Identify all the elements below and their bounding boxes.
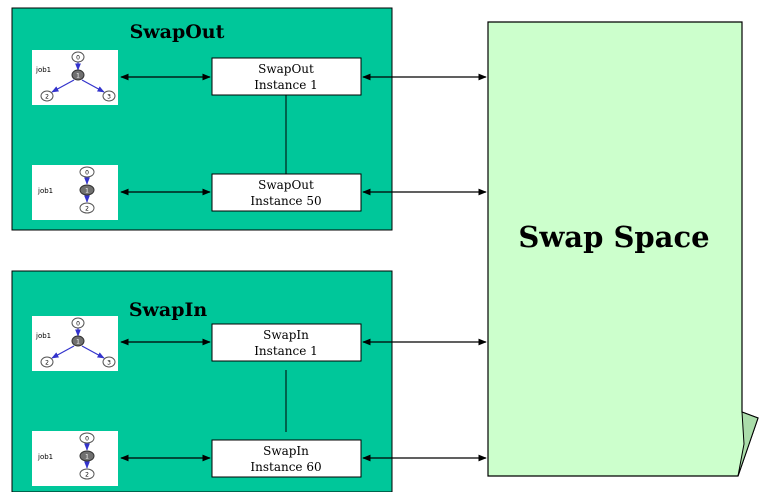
job-dag-node-label: 0 — [85, 170, 89, 177]
job-dag-node-label: 2 — [85, 206, 89, 213]
swap-space-fold — [737, 411, 759, 477]
swapout-instance-50-line2: Instance 50 — [250, 194, 321, 208]
job-dag-node-label: 1 — [76, 339, 80, 346]
job-dag-node — [40, 356, 54, 368]
job-dag-node-label: 2 — [45, 360, 49, 367]
job-icon-background — [32, 431, 118, 486]
swapin-instance-1-box — [211, 323, 362, 362]
job-dag-node-label: 3 — [107, 360, 111, 367]
swapin-title: SwapIn — [129, 299, 208, 321]
swapout-title: SwapOut — [130, 21, 225, 43]
job-icon-background — [32, 165, 118, 220]
job-icon-label: job1 — [37, 453, 53, 461]
job-icon-swapout-2: job1 0 1 2 — [32, 165, 118, 220]
job-dag-edge — [51, 345, 75, 359]
job-dag-node — [79, 432, 95, 444]
swapout-instance-50-line1: SwapOut — [258, 178, 314, 192]
swap-space-document: Swap Space — [487, 21, 759, 477]
job-icon-swapin-2: job1 0 1 2 — [32, 431, 118, 486]
job-dag-node — [102, 356, 116, 368]
job-dag-node-label: 0 — [85, 436, 89, 443]
job-icon-label: job1 — [35, 332, 51, 340]
swapin-instance-60-line1: SwapIn — [263, 444, 309, 458]
job-icon-swapin-1: job1 0 1 2 3 — [32, 316, 118, 371]
job-dag-node-label: 2 — [85, 472, 89, 479]
job-dag-node-label: 1 — [85, 188, 89, 195]
job-dag-node — [79, 450, 95, 462]
job-dag-node — [79, 166, 95, 178]
job-dag-node — [71, 69, 85, 81]
job-dag-node-label: 0 — [76, 55, 80, 62]
job-dag-node — [71, 335, 85, 347]
swapin-instance-60-line2: Instance 60 — [250, 460, 321, 474]
job-dag-node-label: 0 — [76, 321, 80, 328]
swapin-instance-1-line1: SwapIn — [263, 328, 309, 342]
swapout-instance-50-box — [211, 173, 362, 212]
job-dag-node-label: 1 — [85, 454, 89, 461]
job-dag-edge — [81, 79, 105, 93]
swapin-instance-60-box — [211, 439, 362, 478]
job-dag-edge — [51, 79, 75, 93]
job-dag-node — [79, 184, 95, 196]
swapout-instance-1-line1: SwapOut — [258, 62, 314, 76]
job-dag-node-label: 3 — [107, 94, 111, 101]
job-dag-node — [79, 468, 95, 480]
swapout-instance-1-box — [211, 57, 362, 96]
job-dag-node — [102, 90, 116, 102]
job-icon-swapout-1: job1 0 1 2 3 — [32, 50, 118, 105]
job-dag-node — [79, 202, 95, 214]
swap-space-label: Swap Space — [518, 220, 709, 254]
job-dag-node — [40, 90, 54, 102]
job-icon-label: job1 — [37, 187, 53, 195]
job-dag-node — [71, 317, 85, 329]
job-dag-node-label: 2 — [45, 94, 49, 101]
swapout-instance-1-line2: Instance 1 — [254, 78, 318, 92]
job-dag-node — [71, 51, 85, 63]
job-dag-edge — [81, 345, 105, 359]
job-icon-label: job1 — [35, 66, 51, 74]
job-dag-node-label: 1 — [76, 73, 80, 80]
swapout-panel: SwapOut SwapOut Instance 1 SwapOut Insta… — [11, 7, 393, 231]
swapin-instance-1-line2: Instance 1 — [254, 344, 318, 358]
